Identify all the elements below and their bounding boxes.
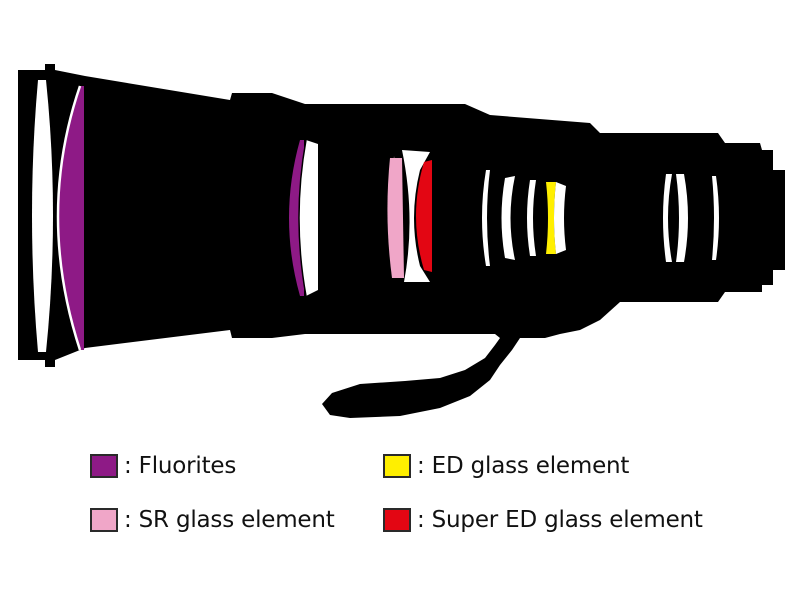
super-ed-glass-element [416, 160, 432, 272]
front-protective-element [32, 80, 53, 352]
fluorite-swatch-icon [90, 454, 118, 478]
plain-element-rear-3 [712, 176, 719, 260]
legend-item-super-ed-glass: : Super ED glass element [383, 505, 703, 535]
sr-glass-swatch-icon [90, 508, 118, 532]
super-ed-glass-swatch-icon [383, 508, 411, 532]
plain-element-mid-3 [527, 180, 536, 256]
lens-cross-section-diagram [18, 64, 785, 418]
legend-label-ed-glass: : ED glass element [417, 453, 630, 479]
ed-glass-element [546, 182, 556, 254]
legend-label-super-ed-glass: : Super ED glass element [417, 507, 703, 533]
legend-label-fluorites: : Fluorites [124, 453, 237, 479]
legend-item-sr-glass: : SR glass element [90, 505, 335, 535]
legend-label-sr-glass: : SR glass element [124, 507, 335, 533]
plain-element-mid-1 [482, 170, 490, 266]
plain-element-mid-2 [501, 176, 515, 260]
legend-item-fluorites: : Fluorites [90, 451, 236, 481]
plain-element-rear-2 [676, 174, 688, 262]
ed-glass-swatch-icon [383, 454, 411, 478]
legend-item-ed-glass: : ED glass element [383, 451, 629, 481]
plain-element-rear-1 [663, 174, 672, 262]
